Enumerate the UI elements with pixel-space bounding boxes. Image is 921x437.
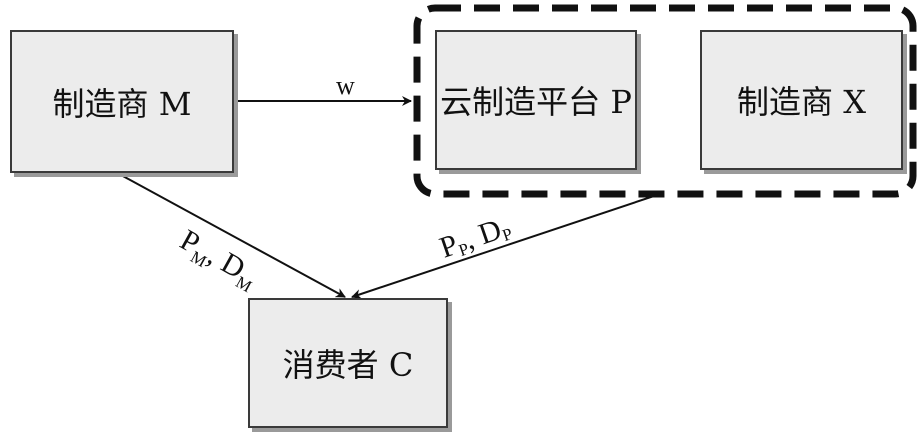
node-manufacturer-x-label: 制造商 X bbox=[737, 83, 866, 121]
node-consumer-c-label: 消费者 C bbox=[282, 346, 414, 384]
node-manufacturer-x: 制造商 X bbox=[700, 30, 903, 170]
node-cloud-platform-p: 云制造平台 P bbox=[435, 30, 637, 170]
edge-label-w: w bbox=[336, 71, 355, 100]
edge-label-pp-dp: PP, DP bbox=[436, 210, 515, 266]
node-consumer-c: 消费者 C bbox=[248, 298, 448, 428]
node-manufacturer-m: 制造商 M bbox=[10, 30, 234, 173]
edge-m-to-consumer bbox=[120, 174, 346, 298]
platform-group-outline bbox=[413, 4, 917, 198]
node-cloud-platform-p-label: 云制造平台 P bbox=[440, 83, 632, 121]
edge-label-pm-dm: PM, DM bbox=[173, 223, 264, 296]
node-manufacturer-m-label: 制造商 M bbox=[52, 84, 192, 123]
edge-platform-to-consumer bbox=[351, 192, 664, 299]
